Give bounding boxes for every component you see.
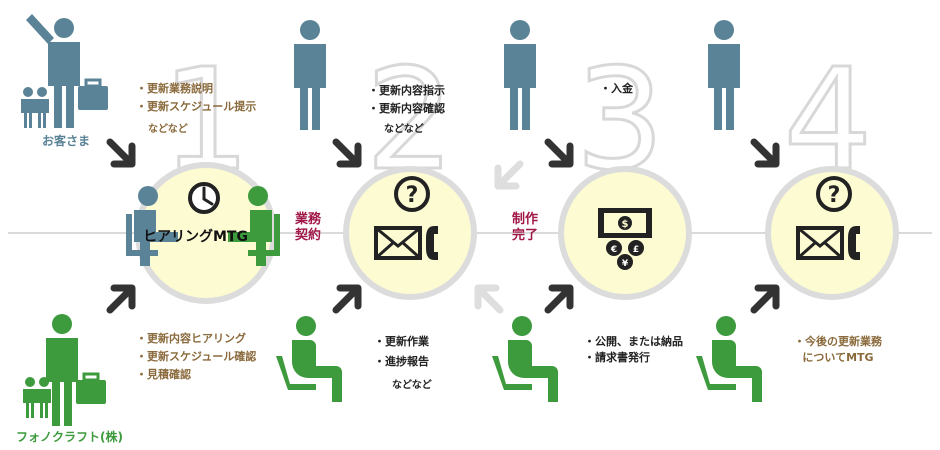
svg-text:€: €	[610, 245, 617, 255]
company-figure-group	[23, 314, 106, 426]
arrow-client-step3	[548, 142, 570, 164]
step2-client-etc: などなど	[384, 124, 424, 135]
transition-contract-line: 業務	[295, 212, 322, 227]
step4-company-note: ・今後の更新業務	[794, 335, 882, 348]
svg-text:£: £	[633, 245, 639, 255]
step1-company-notes: ・更新内容ヒアリング ・更新スケジュール確認 ・見積確認	[136, 330, 256, 384]
company-actor-label: フォノクラフト(株)	[16, 430, 123, 444]
step2-company-note: ・進捗報告	[374, 355, 429, 368]
step2-company-etc: などなど	[392, 380, 432, 391]
svg-text:$: $	[622, 219, 629, 230]
hearing-mtg-label: ヒアリングMTG	[143, 229, 248, 245]
company-person-step3	[492, 316, 558, 402]
transition-contract-line: 契約	[295, 228, 322, 243]
arrow-feedback-bottom	[478, 288, 500, 310]
step1-client-etc: などなど	[148, 124, 188, 135]
step2-company-note: ・更新作業	[374, 335, 429, 348]
step3-client-note: ・入金	[600, 82, 633, 95]
transition-complete-label: 制作 完了	[512, 212, 538, 244]
client-actor-label: お客さま	[42, 134, 91, 148]
step2-client-notes: ・更新内容指示 ・更新内容確認	[368, 82, 445, 118]
step3-company-notes: ・公開、または納品 ・請求書発行	[584, 334, 683, 366]
step2-client-note: ・更新内容指示	[368, 84, 445, 97]
step4-company-note: についてMTG	[802, 351, 874, 364]
step-circle-2	[343, 166, 477, 300]
arrow-client-step4	[754, 142, 776, 164]
step1-company-note: ・更新内容ヒアリング	[136, 332, 246, 345]
arrow-client-step2	[336, 142, 358, 164]
step1-client-note: ・更新スケジュール提示	[136, 100, 257, 113]
arrow-company-step2	[336, 288, 358, 310]
svg-text:¥: ¥	[622, 259, 629, 269]
step3-company-note: ・公開、または納品	[584, 335, 683, 348]
step1-company-note: ・見積確認	[136, 368, 191, 381]
arrow-feedback-top	[498, 164, 520, 186]
client-person-step2	[294, 20, 326, 130]
step3-company-note: ・請求書発行	[584, 351, 650, 364]
step1-company-note: ・更新スケジュール確認	[136, 350, 257, 363]
step4-company-notes: ・今後の更新業務 についてMTG	[794, 334, 882, 366]
transition-complete-line: 完了	[512, 228, 539, 243]
arrow-company-step1	[110, 288, 132, 310]
company-person-step4	[696, 316, 762, 402]
company-person-step2	[276, 316, 342, 402]
client-figure-group	[21, 14, 108, 128]
arrow-company-step3	[548, 288, 570, 310]
meeting-people-icon	[126, 186, 280, 266]
step2-client-note: ・更新内容確認	[368, 102, 445, 115]
money-icon: $ € £ ¥	[598, 208, 652, 270]
client-person-step3	[504, 20, 536, 130]
step1-client-notes: ・更新業務説明 ・更新スケジュール提示	[136, 80, 256, 116]
step2-company-notes: ・更新作業 ・進捗報告	[374, 332, 429, 372]
step3-client-notes: ・入金	[600, 80, 633, 98]
arrow-company-step4	[754, 288, 776, 310]
client-person-step4	[708, 20, 740, 130]
step-circle-4	[765, 166, 899, 300]
transition-complete-line: 制作	[512, 212, 539, 227]
transition-contract-label: 業務 契約	[295, 212, 321, 244]
clock-icon	[188, 182, 220, 214]
arrow-client-step1	[110, 142, 132, 164]
step1-client-note: ・更新業務説明	[136, 82, 213, 95]
